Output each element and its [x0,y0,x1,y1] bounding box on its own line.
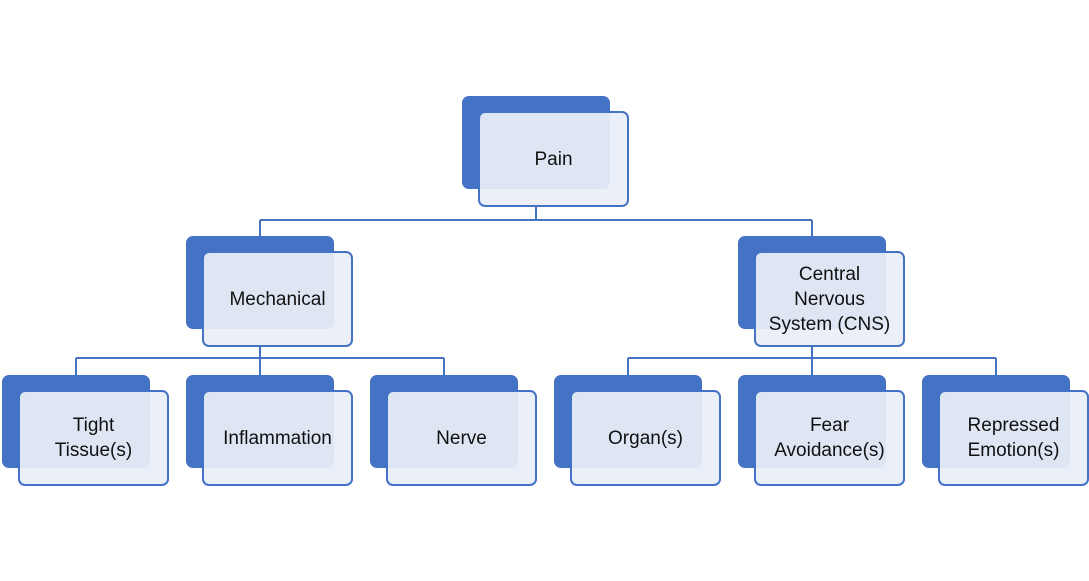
node-label-inflammation: Inflammation [202,390,353,486]
node-label-mechanical: Mechanical [202,251,353,347]
node-label-fear-avoidance: Fear Avoidance(s) [754,390,905,486]
node-label-organ: Organ(s) [570,390,721,486]
node-label-pain: Pain [478,111,629,207]
connector-pain [259,206,813,236]
node-label-cns: Central Nervous System (CNS) [754,251,905,347]
connector-cns [627,345,997,375]
node-label-nerve: Nerve [386,390,537,486]
connector-mechanical [75,345,445,375]
node-label-tight-tissue: Tight Tissue(s) [18,390,169,486]
node-label-repressed-emotion: Repressed Emotion(s) [938,390,1089,486]
